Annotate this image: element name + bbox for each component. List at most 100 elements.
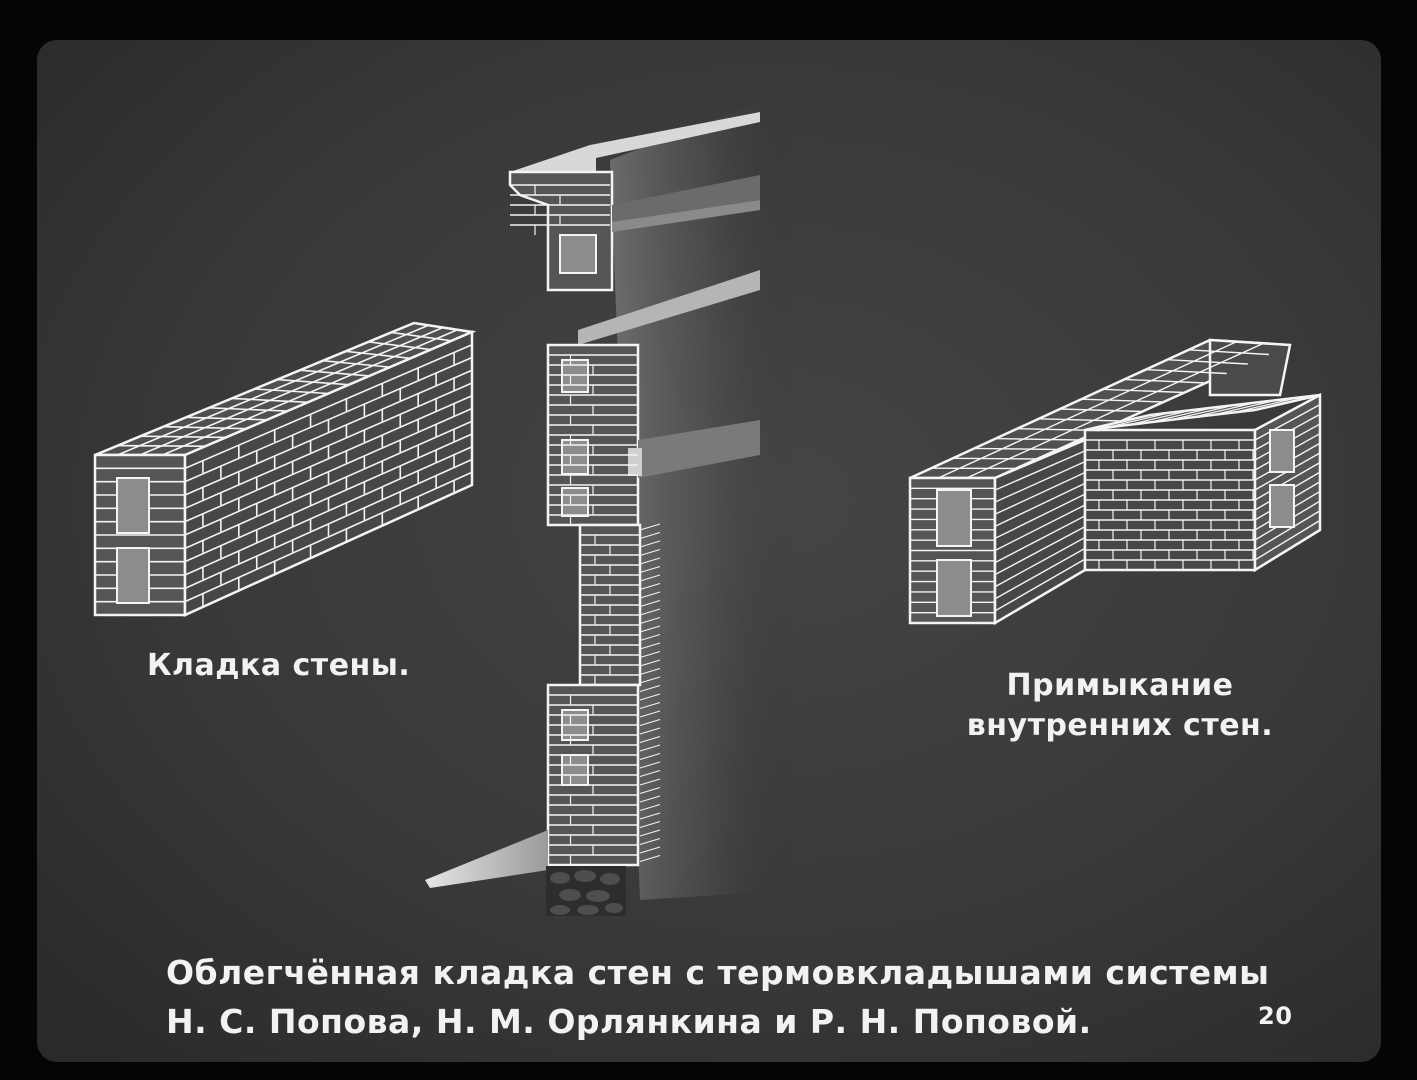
- page-number: 20: [1258, 1002, 1293, 1030]
- brick-line: [639, 540, 661, 548]
- brick-line: [639, 736, 661, 743]
- brick-line: [1254, 461, 1321, 501]
- brick-line: [1059, 408, 1143, 413]
- brick-line: [639, 600, 661, 607]
- brick-line: [994, 493, 1086, 540]
- brick-line: [639, 761, 661, 769]
- brick-line: [184, 458, 473, 590]
- brick-line: [639, 744, 661, 752]
- brick-line: [1254, 404, 1321, 441]
- brick-line: [1038, 418, 1122, 422]
- brick-line: [952, 457, 1038, 460]
- brick-line: [639, 591, 661, 599]
- wall-perspective-shadow: [610, 95, 800, 900]
- brick-line: [1188, 349, 1269, 356]
- brick-line: [639, 634, 661, 641]
- brick-line: [994, 471, 1086, 515]
- brick-line: [184, 344, 473, 470]
- brick-line: [639, 557, 661, 565]
- brick-line: [639, 838, 661, 845]
- brick-line: [639, 787, 661, 794]
- wall-section-illustration: [425, 95, 800, 916]
- brick-line: [639, 770, 661, 777]
- thermal-insert: [936, 559, 972, 617]
- caption-inner-wall-junction: Примыкание внутренних стен.: [950, 666, 1290, 746]
- brick-line: [322, 359, 391, 368]
- brick-line: [1081, 398, 1164, 403]
- brick-line: [1212, 399, 1278, 416]
- brick-line: [639, 608, 661, 616]
- brick-line: [345, 350, 411, 360]
- cornice-insert: [559, 234, 597, 274]
- brick-line: [1124, 378, 1206, 384]
- thermal-insert: [1269, 429, 1295, 473]
- brick-line: [163, 425, 247, 430]
- brick-line: [184, 420, 473, 550]
- brick-line: [639, 549, 661, 556]
- brick-line: [639, 583, 661, 590]
- brick-line: [639, 710, 661, 718]
- upper-wall-plane: [578, 270, 760, 345]
- brick-line: [208, 407, 288, 412]
- brick-line: [1167, 359, 1248, 365]
- brick-line: [639, 574, 661, 582]
- brick-line: [974, 447, 1059, 451]
- caption-main-line2: Н. С. Попова, Н. М. Орлянкина и Р. Н. По…: [166, 1002, 1092, 1041]
- junction-thermal-inserts: [936, 429, 1295, 617]
- brick-line: [994, 450, 1086, 491]
- brick-line: [184, 471, 473, 603]
- brick-line: [639, 693, 661, 701]
- brick-line: [994, 526, 1086, 576]
- caption-main-line1: Облегчённая кладка стен с термовкладышам…: [166, 953, 1270, 992]
- brick-line: [639, 829, 661, 837]
- brick-line: [639, 566, 661, 573]
- brick-line: [994, 547, 1086, 600]
- brick-line: [231, 397, 309, 404]
- brick-line: [184, 395, 473, 523]
- brick-line: [994, 504, 1086, 552]
- brick-line: [1106, 411, 1172, 429]
- brick-line: [995, 437, 1080, 441]
- thermal-insert: [1269, 484, 1295, 528]
- brick-line: [639, 685, 661, 692]
- brick-line: [966, 342, 1264, 479]
- brick-line: [639, 795, 661, 803]
- brick-line: [277, 378, 350, 386]
- brick-line: [1169, 404, 1236, 421]
- thermal-insert: [116, 547, 150, 604]
- brick-line: [639, 778, 661, 786]
- brick-line: [1145, 368, 1227, 375]
- brick-line: [300, 369, 370, 377]
- brick-line: [938, 341, 1237, 479]
- caption-inner-wall-line2: внутренних стен.: [966, 708, 1274, 743]
- brick-line: [994, 461, 1086, 503]
- caption-wall-masonry: Кладка стены.: [147, 648, 411, 683]
- brick-line: [639, 523, 661, 531]
- brick-line: [639, 659, 661, 667]
- brick-line: [994, 482, 1086, 527]
- brick-line: [1017, 428, 1101, 432]
- brick-line: [639, 719, 661, 726]
- brick-line: [184, 446, 473, 576]
- brick-line: [117, 444, 206, 448]
- brick-line: [391, 331, 452, 342]
- brick-line: [639, 642, 661, 650]
- brick-line: [639, 821, 661, 828]
- brick-line: [994, 536, 1086, 588]
- middle-floor-slab: [638, 420, 760, 478]
- brick-line: [639, 668, 661, 675]
- brick-line: [1127, 409, 1193, 426]
- brick-line: [1148, 406, 1214, 424]
- left-block-brick-courses: [95, 324, 473, 606]
- brick-line: [368, 341, 432, 351]
- brick-line: [639, 676, 661, 684]
- brick-line: [639, 625, 661, 633]
- brick-line: [994, 515, 1086, 564]
- brick-line: [1191, 401, 1257, 419]
- upper-floor-slab: [612, 175, 760, 222]
- brick-line: [184, 356, 473, 483]
- brick-line: [1102, 388, 1185, 394]
- brick-line: [639, 702, 661, 709]
- inner-wall-junction-illustration: [908, 338, 1322, 626]
